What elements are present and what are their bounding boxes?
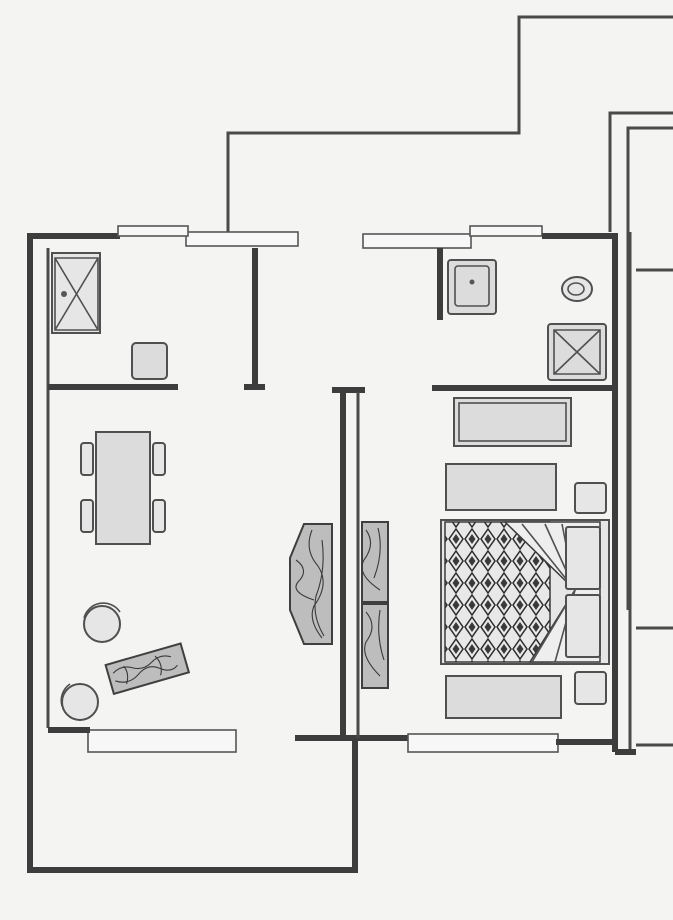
armchair-small	[131, 342, 168, 380]
window-living-room	[87, 729, 237, 753]
window-bedroom	[407, 733, 559, 753]
coffee-table	[104, 642, 191, 696]
stool-back	[60, 683, 71, 707]
wall-segment-top	[185, 231, 299, 247]
dining-chair	[152, 442, 166, 476]
window-bathroom	[469, 225, 543, 237]
rug-top	[445, 463, 557, 511]
wardrobe-upper	[361, 521, 389, 603]
wardrobe-lower	[361, 603, 389, 689]
window-shower-room	[117, 225, 189, 237]
tap-icon	[469, 279, 475, 285]
shower-drain-icon	[61, 291, 67, 297]
pillow	[565, 526, 601, 590]
corridor-outline	[226, 15, 673, 747]
round-stool	[61, 683, 99, 721]
stool-back	[83, 602, 121, 619]
bathroom	[447, 259, 607, 381]
console-table	[289, 523, 333, 645]
dining-table	[95, 431, 151, 545]
outer-walls	[27, 225, 636, 873]
sink	[447, 259, 497, 315]
toilet	[561, 276, 593, 302]
interior-walls	[48, 248, 612, 738]
dining-chair	[80, 499, 94, 533]
nightstand	[574, 671, 607, 705]
hall-furniture	[289, 521, 389, 689]
pillow	[565, 594, 601, 658]
shower-room	[51, 252, 168, 380]
bedroom	[440, 397, 610, 719]
shower-tray-lines	[54, 257, 99, 331]
wall-segment-top-right	[362, 233, 472, 249]
dining-chair	[152, 499, 166, 533]
nightstand	[574, 482, 607, 514]
dining-chair	[80, 442, 94, 476]
round-stool	[83, 605, 121, 643]
living-area	[60, 602, 191, 721]
rug-bottom	[445, 675, 562, 719]
dresser	[453, 397, 572, 447]
dining-area	[80, 431, 166, 545]
